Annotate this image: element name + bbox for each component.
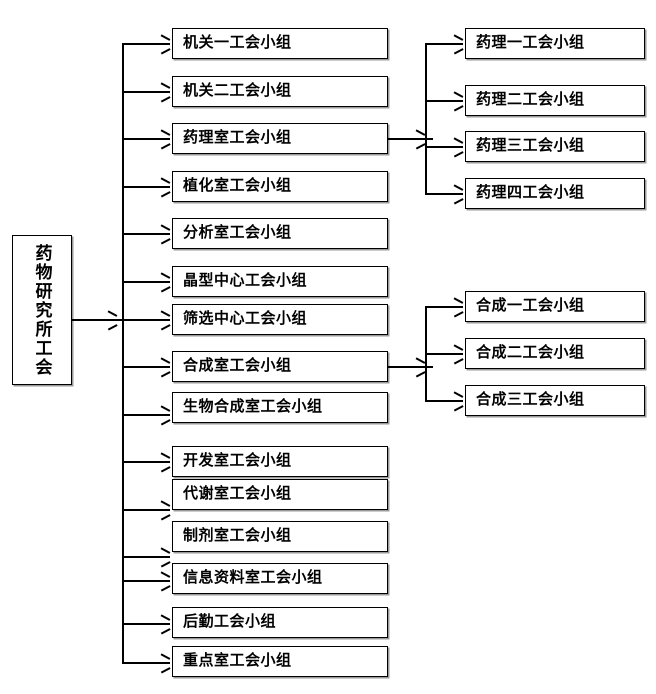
arrow-branch-10 (160, 457, 169, 467)
connector-branch-4 (122, 186, 170, 188)
connector-branch-13 (122, 580, 170, 582)
node-label: 重点室工会小组 (183, 652, 292, 670)
connector-branch-5 (122, 233, 170, 235)
node-kaifashi[interactable]: 开发室工会小组 (172, 446, 388, 477)
root-node-label: 药物研究所工会 (32, 243, 52, 377)
node-label: 合成三工会小组 (476, 391, 585, 409)
node-label: 制剂室工会小组 (183, 527, 292, 545)
node-hecheng-san[interactable]: 合成三工会小组 (465, 385, 645, 416)
node-label: 药理四工会小组 (476, 184, 585, 202)
connector-branch-12 (122, 556, 170, 558)
connector-hecheng-1 (425, 306, 463, 308)
arrow-hecheng-stem (415, 362, 424, 372)
root-node-union[interactable]: 药物研究所工会 (12, 235, 72, 385)
connector-branch-6 (122, 281, 170, 283)
connector-branch-14 (122, 623, 170, 625)
arrow-branch-14 (160, 619, 169, 629)
connector-yaoli-subtrunk (425, 43, 427, 193)
arrow-branch-9 (160, 410, 169, 420)
arrow-hecheng-2 (453, 349, 462, 359)
node-label: 分析室工会小组 (183, 224, 292, 242)
arrow-hecheng-1 (453, 302, 462, 312)
arrow-branch-8 (160, 362, 169, 372)
arrow-root-to-trunk (107, 315, 116, 325)
node-hechengshi[interactable]: 合成室工会小组 (172, 351, 388, 382)
arrow-branch-12 (160, 552, 169, 562)
node-yaoli-si[interactable]: 药理四工会小组 (465, 178, 645, 209)
arrow-branch-6 (160, 277, 169, 287)
connector-hecheng-stem (388, 366, 433, 368)
connector-yaoli-2 (425, 100, 463, 102)
node-label: 合成室工会小组 (183, 357, 292, 375)
connector-main-trunk (122, 43, 124, 662)
node-label: 药理三工会小组 (476, 137, 585, 155)
node-yaoli-san[interactable]: 药理三工会小组 (465, 131, 645, 162)
arrow-branch-5 (160, 229, 169, 239)
node-hecheng-er[interactable]: 合成二工会小组 (465, 338, 645, 369)
node-yaolishi[interactable]: 药理室工会小组 (172, 123, 388, 154)
connector-hecheng-2 (425, 353, 463, 355)
arrow-branch-11 (160, 505, 169, 515)
connector-branch-3 (122, 138, 170, 140)
node-label: 药理室工会小组 (183, 129, 292, 147)
node-fenxishi[interactable]: 分析室工会小组 (172, 218, 388, 249)
connector-branch-10 (122, 461, 170, 463)
node-jiguan-er[interactable]: 机关二工会小组 (172, 76, 388, 107)
connector-root-stem (72, 319, 122, 321)
arrow-branch-13 (160, 576, 169, 586)
node-jingxing-zhongxin[interactable]: 晶型中心工会小组 (172, 266, 388, 297)
node-label: 开发室工会小组 (183, 452, 292, 470)
node-daixieshi[interactable]: 代谢室工会小组 (172, 479, 388, 510)
node-zhihuashi[interactable]: 植化室工会小组 (172, 171, 388, 202)
connector-branch-11 (122, 509, 170, 511)
node-yaoli-er[interactable]: 药理二工会小组 (465, 85, 645, 116)
node-yaoli-yi[interactable]: 药理一工会小组 (465, 28, 645, 59)
node-label: 机关二工会小组 (183, 82, 292, 100)
node-label: 信息资料室工会小组 (183, 569, 323, 587)
arrow-yaoli-2 (453, 96, 462, 106)
node-label: 机关一工会小组 (183, 34, 292, 52)
node-label: 筛选中心工会小组 (183, 310, 308, 328)
arrow-hecheng-3 (453, 396, 462, 406)
connector-yaoli-stem (388, 138, 433, 140)
node-zhongdianshi[interactable]: 重点室工会小组 (172, 646, 388, 677)
connector-branch-15 (122, 662, 170, 664)
connector-branch-7 (122, 319, 170, 321)
connector-branch-9 (122, 414, 170, 416)
connector-yaoli-4 (425, 193, 463, 195)
node-label: 合成二工会小组 (476, 344, 585, 362)
arrow-branch-4 (160, 182, 169, 192)
node-jiguan-yi[interactable]: 机关一工会小组 (172, 28, 388, 59)
arrow-branch-2 (160, 87, 169, 97)
node-label: 后勤工会小组 (183, 613, 277, 631)
arrow-branch-7 (160, 315, 169, 325)
node-label: 晶型中心工会小组 (183, 272, 308, 290)
node-zhijishi[interactable]: 制剂室工会小组 (172, 521, 388, 552)
connector-branch-2 (122, 91, 170, 93)
arrow-branch-3 (160, 134, 169, 144)
node-shaixuan-zhongxin[interactable]: 筛选中心工会小组 (172, 304, 388, 335)
arrow-branch-15 (160, 658, 169, 668)
node-label: 植化室工会小组 (183, 177, 292, 195)
node-hecheng-yi[interactable]: 合成一工会小组 (465, 291, 645, 322)
connector-branch-8 (122, 366, 170, 368)
arrow-yaoli-1 (453, 39, 462, 49)
node-label: 代谢室工会小组 (183, 485, 292, 503)
connector-yaoli-1 (425, 43, 463, 45)
connector-branch-1 (122, 43, 170, 45)
node-label: 药理一工会小组 (476, 34, 585, 52)
connector-hecheng-3 (425, 400, 463, 402)
arrow-yaoli-stem (415, 134, 424, 144)
node-label: 合成一工会小组 (476, 297, 585, 315)
node-shengwu-hechengshi[interactable]: 生物合成室工会小组 (172, 392, 388, 423)
arrow-yaoli-4 (453, 189, 462, 199)
node-label: 药理二工会小组 (476, 91, 585, 109)
arrow-yaoli-3 (453, 142, 462, 152)
connector-yaoli-3 (425, 146, 463, 148)
arrow-branch-1 (160, 39, 169, 49)
node-xinxi-ziliaoshi[interactable]: 信息资料室工会小组 (172, 563, 388, 594)
node-label: 生物合成室工会小组 (183, 398, 323, 416)
node-houqin[interactable]: 后勤工会小组 (172, 607, 388, 638)
